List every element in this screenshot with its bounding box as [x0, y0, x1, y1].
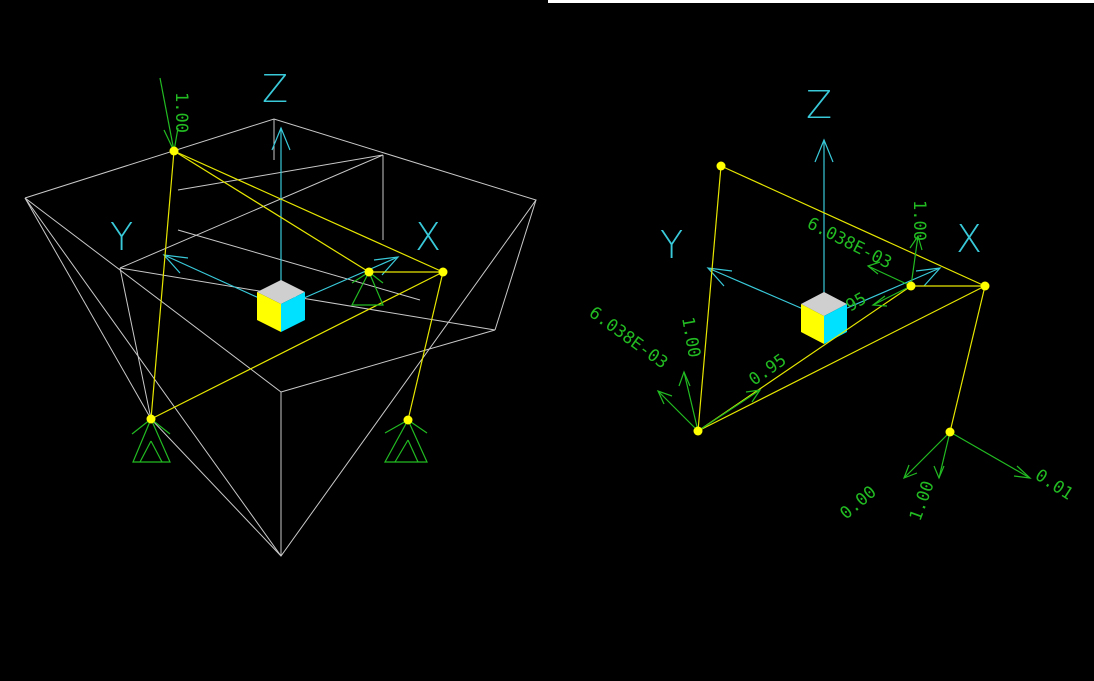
left-viewport[interactable]: Z Y X 1.00 [0, 0, 547, 681]
z-axis-label: Z [262, 67, 288, 111]
y-axis-label: Y [660, 223, 683, 267]
support-left [131, 418, 171, 463]
joint-node [980, 281, 990, 291]
support-back [351, 271, 384, 306]
orientation-cube [257, 280, 305, 332]
reaction-arrows-center [866, 234, 923, 307]
joints [146, 146, 448, 425]
frame-members [150, 150, 444, 421]
joint-node [716, 161, 726, 171]
right-model-canvas[interactable]: Z Y X 6.038E-03 1.00 95 6.038E-03 1.00 [548, 0, 1094, 681]
z-axis-label: Z [806, 83, 832, 127]
bottom-mid-label: 1.00 [906, 478, 939, 523]
left-force-up-label: 1.00 [677, 315, 704, 359]
reaction-arrows-left [656, 370, 762, 432]
center-force-up-label: 1.00 [909, 200, 929, 241]
joint-node [169, 146, 179, 156]
joint-node [438, 267, 448, 277]
joint-node [146, 414, 156, 424]
joint-node [364, 267, 374, 277]
joint-node [906, 281, 916, 291]
top-load-label: 1.00 [171, 92, 191, 133]
joint-node [403, 415, 413, 425]
bottom-right-label: 0.01 [1031, 465, 1076, 504]
x-axis-label: X [415, 215, 441, 259]
grid-box [24, 118, 537, 557]
viewport-divider[interactable] [547, 0, 548, 681]
joints [693, 161, 990, 437]
reaction-arrows-bottom [902, 431, 1032, 480]
center-moment-label: 6.038E-03 [804, 214, 895, 274]
joint-node [693, 426, 703, 436]
viewport-top-border [548, 0, 1094, 3]
joint-node [945, 427, 955, 437]
right-viewport[interactable]: Z Y X 6.038E-03 1.00 95 6.038E-03 1.00 [548, 0, 1094, 681]
y-axis-label: Y [110, 215, 133, 259]
left-model-canvas[interactable]: Z Y X 1.00 [0, 0, 547, 681]
support-right [383, 419, 428, 463]
left-moment-label: 6.038E-03 [585, 303, 671, 373]
x-axis-label: X [956, 217, 982, 261]
bottom-left-label: 0.00 [836, 482, 880, 524]
frame-members [697, 165, 986, 433]
orientation-cube [801, 292, 847, 344]
